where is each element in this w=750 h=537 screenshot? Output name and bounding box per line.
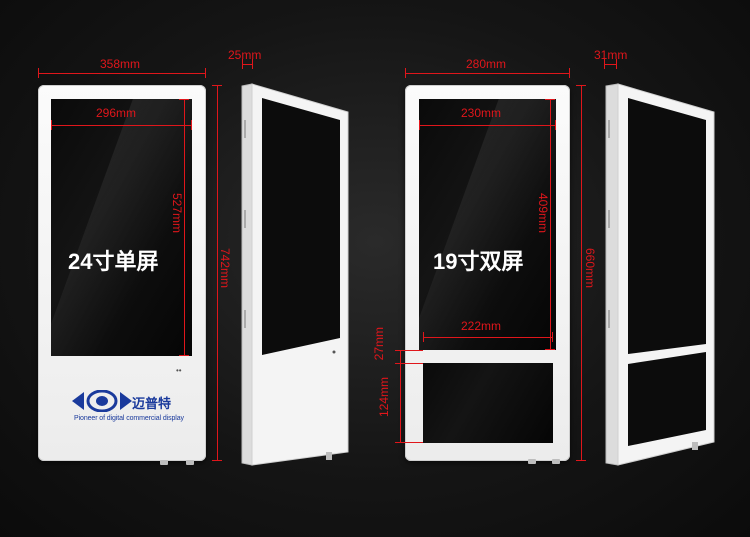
product-b-screen-width-tick-left	[419, 120, 420, 130]
product-a-foot-left	[160, 460, 168, 465]
product-a-sensor-dots: ••	[176, 366, 182, 375]
brand-slogan: Pioneer of digital commercial display	[74, 415, 184, 422]
product-b-lower-width-tick-right	[552, 332, 553, 342]
product-b-screen-height-line	[550, 99, 551, 350]
product-a-width-label: 358mm	[100, 57, 141, 71]
product-a-screen-height-tick-top	[179, 99, 189, 100]
product-a-depth-line	[242, 64, 252, 65]
product-b-foot-left	[528, 459, 536, 464]
product-a-screen-width-line	[51, 125, 192, 126]
product-b-screen-height-label: 409mm	[536, 193, 550, 234]
product-b-gap-bottom-line	[395, 363, 423, 364]
product-a-size-label: 24寸单屏	[68, 249, 159, 274]
product-a-screen-width-tick-right	[191, 120, 192, 130]
product-b-screen-height-tick-bottom	[545, 349, 555, 350]
product-a-depth-label: 25mm	[228, 48, 262, 62]
product-b-depth-tick-left	[604, 59, 605, 69]
product-b-gap-height-line	[400, 350, 401, 363]
product-b-height-tick-bottom	[576, 460, 586, 461]
product-b-side-view	[605, 83, 715, 466]
product-a-screen	[51, 99, 192, 356]
brand-logo	[72, 389, 132, 413]
product-a-side-view	[241, 83, 349, 466]
product-b-lower-height-line	[400, 363, 401, 442]
product-b-width-tick-right	[569, 68, 570, 78]
product-a-screen-height-label: 527mm	[170, 193, 184, 234]
product-a-foot-right	[186, 460, 194, 465]
product-a-screen-width-label: 296mm	[96, 106, 137, 120]
product-a-depth-tick-left	[242, 59, 243, 69]
product-b-depth-tick-right	[616, 59, 617, 69]
product-b-upper-screen	[419, 99, 556, 350]
product-a-width-tick-left	[38, 68, 39, 78]
product-b-gap-top-line	[395, 350, 423, 351]
product-a-screen-height-line	[184, 99, 185, 356]
product-a-screen-width-tick-left	[51, 120, 52, 130]
product-b-screen-width-line	[419, 125, 556, 126]
product-b-screen-width-tick-right	[555, 120, 556, 130]
product-b-lower-width-label: 222mm	[461, 319, 502, 333]
product-b-width-tick-left	[405, 68, 406, 78]
product-b-lower-screen	[423, 363, 553, 443]
product-a-depth-tick-right	[252, 59, 253, 69]
product-b-width-line	[405, 73, 570, 74]
product-b-lower-bottom-line	[395, 442, 423, 443]
product-b-gap-height-label: 27mm	[372, 327, 386, 361]
brand-name: 迈普特	[132, 396, 172, 411]
product-b-depth-label: 31mm	[594, 48, 628, 62]
product-b-lower-width-line	[423, 337, 553, 338]
product-b-height-tick-top	[576, 85, 586, 86]
product-b-foot-right	[552, 459, 560, 464]
product-a-height-tick-top	[212, 85, 222, 86]
product-a-width-line	[38, 73, 206, 74]
product-b-height-label: 660mm	[583, 248, 597, 289]
product-a-height-label: 742mm	[218, 248, 232, 289]
product-b-width-label: 280mm	[466, 57, 507, 71]
product-b-screen-width-label: 230mm	[461, 106, 502, 120]
brand-logo-icon	[72, 389, 132, 413]
product-a-width-tick-right	[205, 68, 206, 78]
product-b-size-label: 19寸双屏	[433, 249, 524, 274]
product-b-screen-height-tick-top	[545, 99, 555, 100]
product-a-height-tick-bottom	[212, 460, 222, 461]
product-b-lower-height-label: 124mm	[377, 377, 391, 418]
product-b-lower-width-tick-left	[423, 332, 424, 342]
product-a-screen-height-tick-bottom	[179, 355, 189, 356]
product-b-height-line	[581, 85, 582, 461]
product-b-depth-line	[604, 64, 616, 65]
product-a-height-line	[217, 85, 218, 461]
